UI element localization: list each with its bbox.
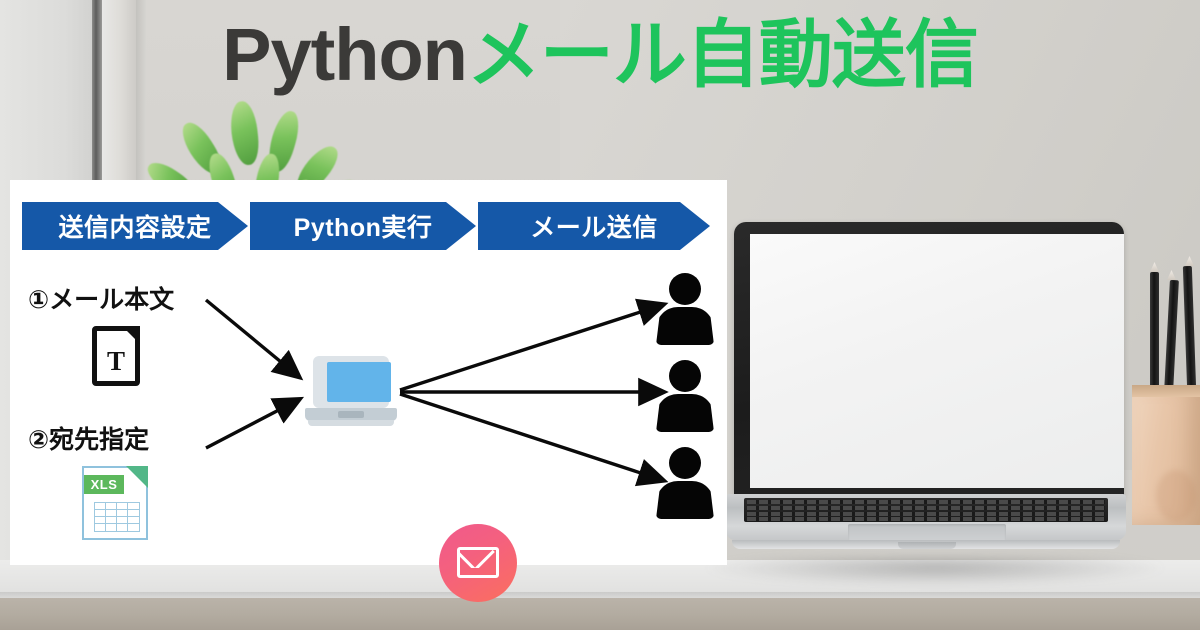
step-3-label: メール送信 [530,214,658,242]
step-chevron-2: Python実行 [250,202,476,250]
laptop-icon-lid [313,356,391,408]
person-head [669,273,701,305]
desk-laptop [726,222,1126,567]
wooden-pencil-holder [1132,385,1200,525]
desk-shadow [0,592,1200,600]
title-python: Python [222,13,468,96]
desk-surface [0,560,1200,605]
pencil-tip-icon [1185,256,1194,266]
laptop-latch-notch [898,542,956,549]
person-body [656,481,714,519]
title-mail-auto-send: メール自動送信 [466,13,979,96]
page-title: Pythonメール自動送信 [0,16,1200,94]
laptop-keyboard [744,498,1108,522]
envelope-icon [439,524,517,602]
envelope-flap [459,549,497,568]
laptop-icon-foot [308,420,394,426]
laptop-icon [305,356,397,428]
pencil [1150,272,1159,390]
laptop-screen [750,234,1124,488]
person-icon [656,273,714,345]
diagram-card: 送信内容設定 Python実行 メール送信 ①メール本文 ②宛先指定 T XLS [10,180,727,602]
step-chevron-3: メール送信 [478,202,710,250]
xls-spreadsheet-icon: XLS [82,466,148,540]
step-2-label: Python実行 [293,214,433,242]
desk-edge [0,598,1200,630]
input-2-label: ②宛先指定 [28,426,150,454]
text-document-icon: T [92,326,140,386]
laptop-shadow [700,556,1170,586]
person-head [669,447,701,479]
laptop-icon-screen [327,362,391,402]
person-icon [656,360,714,432]
laptop-icon-trackpad [338,411,364,418]
pencil-tip-icon [1167,270,1176,280]
person-head [669,360,701,392]
flow-arrows [204,298,669,487]
document-t-glyph: T [106,346,125,376]
step-chevron-1: 送信内容設定 [22,202,248,250]
person-icon [656,447,714,519]
xls-table-grid [94,502,140,532]
step-1-label: 送信内容設定 [58,214,212,242]
xls-badge: XLS [84,475,124,494]
pencil-holder-rim [1132,385,1200,397]
pencil-tip-icon [1150,262,1159,272]
pencil-holder-grain [1156,470,1196,522]
input-1-label: ①メール本文 [28,286,175,314]
laptop-lid [734,222,1124,500]
